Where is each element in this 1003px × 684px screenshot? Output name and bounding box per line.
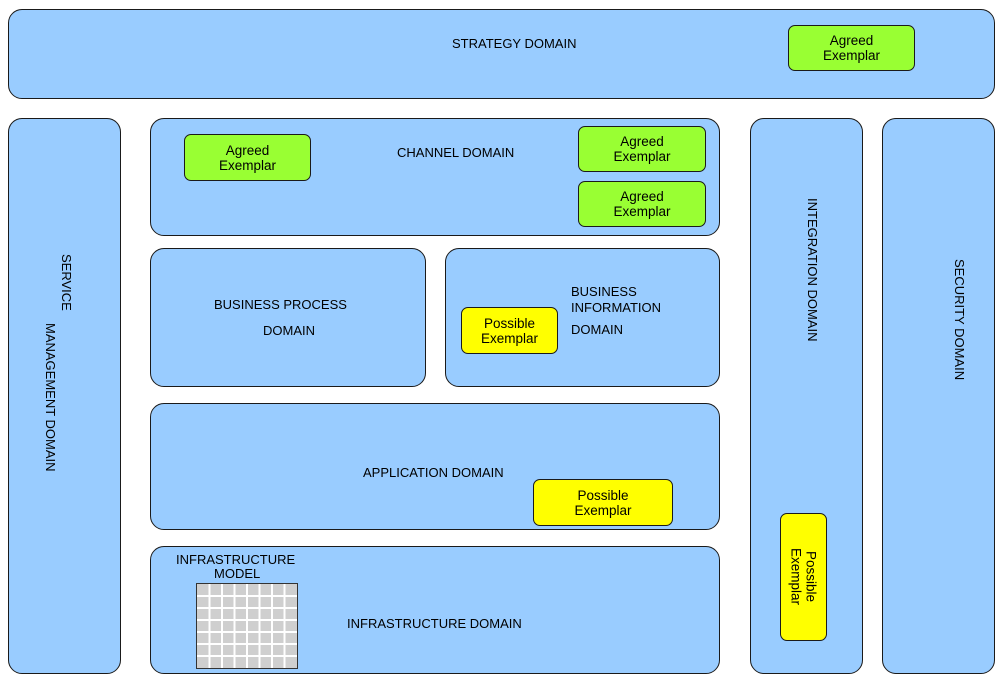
infrastructure-model-grid bbox=[196, 583, 298, 669]
channel-agreed-exemplar-right-top: Agreed Exemplar bbox=[578, 126, 706, 172]
service-management-domain bbox=[8, 118, 121, 674]
business-process-title-line2: DOMAIN bbox=[263, 323, 315, 338]
service-management-title-line1: SERVICE bbox=[59, 254, 74, 311]
service-management-title-line2: MANAGEMENT DOMAIN bbox=[43, 323, 58, 472]
business-information-title-line1: BUSINESS bbox=[571, 284, 637, 299]
business-process-title-line1: BUSINESS PROCESS bbox=[214, 297, 347, 312]
channel-exemplar-left-label: Agreed Exemplar bbox=[218, 142, 277, 173]
strategy-exemplar-label: Agreed Exemplar bbox=[822, 33, 881, 63]
infrastructure-model-label-line2: MODEL bbox=[214, 566, 261, 581]
application-exemplar-label: Possible Exemplar bbox=[574, 487, 632, 518]
business-information-title-line3: DOMAIN bbox=[571, 322, 623, 337]
application-domain-title: APPLICATION DOMAIN bbox=[363, 465, 504, 480]
channel-agreed-exemplar-left: Agreed Exemplar bbox=[184, 134, 311, 181]
application-possible-exemplar: Possible Exemplar bbox=[533, 479, 673, 526]
integration-exemplar-label: Possible Exemplar bbox=[788, 548, 819, 606]
business-process-domain bbox=[150, 248, 426, 387]
strategy-agreed-exemplar: Agreed Exemplar bbox=[788, 25, 915, 71]
channel-agreed-exemplar-right-bottom: Agreed Exemplar bbox=[578, 181, 706, 227]
business-information-exemplar-label: Possible Exemplar bbox=[480, 315, 539, 346]
integration-possible-exemplar: Possible Exemplar bbox=[780, 513, 827, 641]
integration-domain-title: INTEGRATION DOMAIN bbox=[805, 198, 820, 342]
security-domain bbox=[882, 118, 995, 674]
infrastructure-model-grid-graphic bbox=[197, 584, 297, 668]
infrastructure-model-label-line1: INFRASTRUCTURE bbox=[176, 552, 296, 567]
strategy-domain-title: STRATEGY DOMAIN bbox=[452, 36, 577, 51]
channel-exemplar-right-bottom-label: Agreed Exemplar bbox=[613, 189, 671, 219]
business-information-title-line2: INFORMATION bbox=[571, 300, 662, 315]
infrastructure-domain-title: INFRASTRUCTURE DOMAIN bbox=[347, 616, 522, 631]
channel-domain-title: CHANNEL DOMAIN bbox=[397, 145, 515, 160]
business-information-possible-exemplar: Possible Exemplar bbox=[461, 307, 558, 354]
channel-exemplar-right-top-label: Agreed Exemplar bbox=[613, 134, 671, 164]
security-domain-title: SECURITY DOMAIN bbox=[952, 259, 967, 381]
